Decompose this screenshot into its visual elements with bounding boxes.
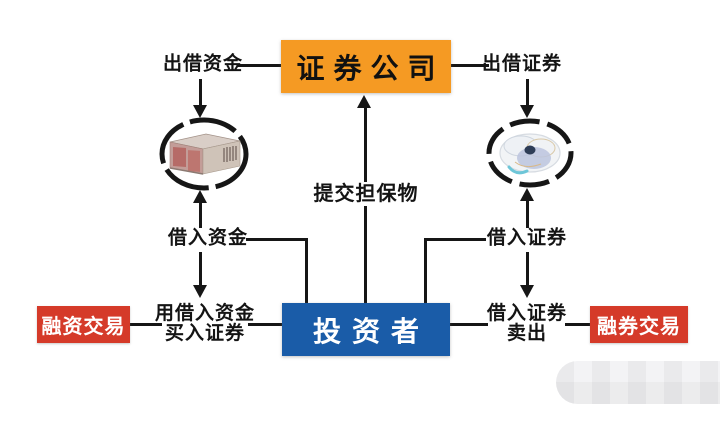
securities-company-box: 证券公司 [281,40,451,93]
arrowhead-up-icon [193,190,207,203]
sell-borrowed-securities-line2: 卖出 [506,323,548,344]
lend-funds-label: 出借资金 [162,53,244,75]
investor-label: 投资者 [312,315,430,347]
line-collateral-upper [364,106,367,182]
line-lendsecurities-down [526,79,529,107]
buy-with-borrowed-funds-line1: 用借入资金 [154,303,256,325]
blurred-watermark [556,361,720,404]
line-borrowfunds-down [199,252,202,286]
arrowhead-down-icon [520,285,534,298]
sell-borrowed-securities-label: 借入证券 卖出 [487,304,567,344]
line-collateral-lower [364,206,367,303]
line-borrowsecurities-up [526,199,529,228]
securities-pile-icon [486,118,574,188]
line-borrowsecurities-elbow-v [424,238,427,303]
sell-borrowed-securities-line1: 借入证券 [486,303,568,325]
line-borrowsecurities-down [526,252,529,286]
line-buy-to-investor [248,323,282,326]
arrowhead-up-icon [520,188,534,201]
lend-securities-label: 出借证券 [481,53,563,75]
line-lendfunds-down [199,79,202,107]
securities-company-label: 证券公司 [296,52,445,84]
line-lendfunds-to-company [237,64,281,67]
line-borrowfunds-up [199,201,202,228]
investor-box: 投资者 [282,303,450,356]
cash-bundle-icon [159,117,249,191]
submit-collateral-label: 提交担保物 [313,183,419,205]
line-borrowfunds-elbow-v [305,238,308,303]
buy-with-borrowed-funds-label: 用借入资金 买入证券 [155,304,255,344]
line-borrowsecurities-elbow-h [424,238,486,241]
line-investor-to-sell [450,323,488,326]
short-selling-trade-tag: 融券交易 [590,306,688,343]
borrow-funds-label: 借入资金 [167,227,249,249]
financing-trade-tag: 融资交易 [37,306,130,343]
arrowhead-down-icon [520,105,534,118]
line-shortselling-tag-link [565,323,590,326]
short-selling-trade-label: 融券交易 [597,316,681,338]
borrow-securities-label: 借入证券 [486,227,568,249]
line-company-to-lendsecurities [451,64,489,67]
arrowhead-down-icon [193,285,207,298]
financing-trade-label: 融资交易 [41,316,126,338]
arrowhead-up-icon [357,95,371,108]
arrowhead-down-icon [193,105,207,118]
line-financing-tag-link [130,323,162,326]
buy-with-borrowed-funds-line2: 买入证券 [164,323,246,344]
line-borrowfunds-elbow-h [246,238,308,241]
